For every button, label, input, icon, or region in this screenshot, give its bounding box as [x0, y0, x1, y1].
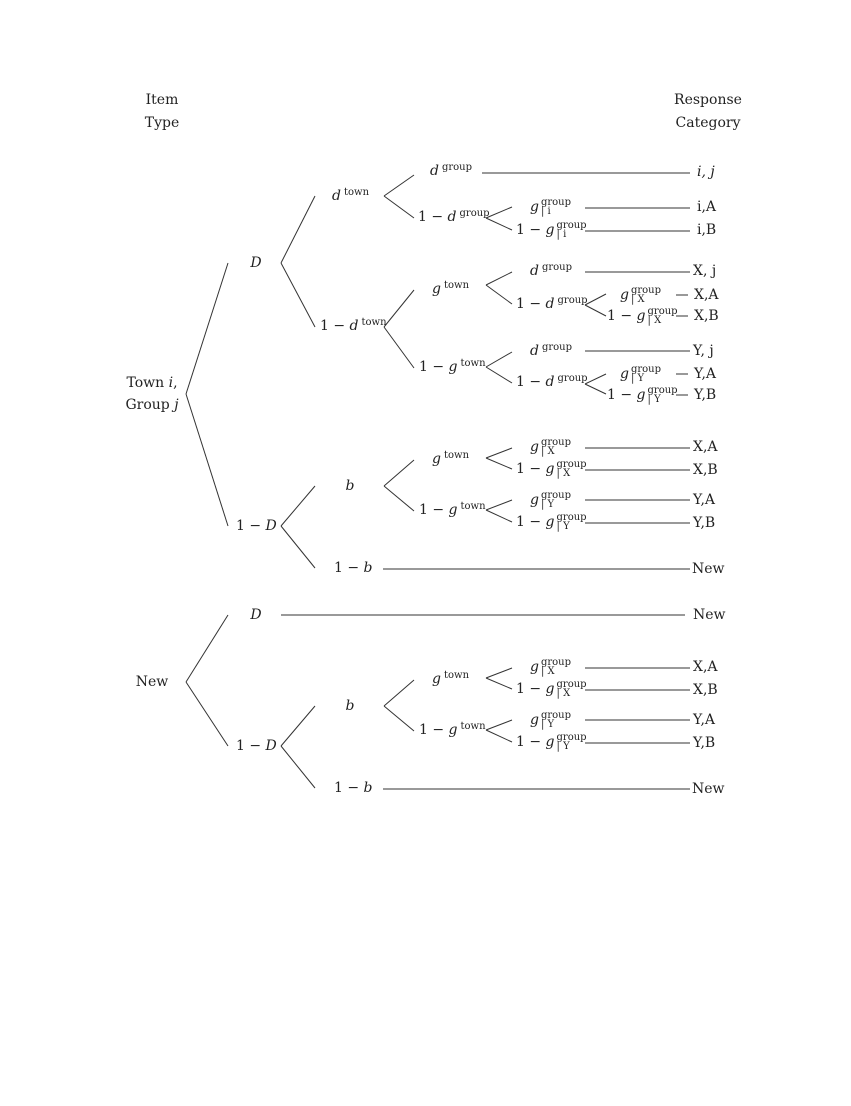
tree-edge-50 — [485, 729, 513, 743]
node-b-town: b — [345, 478, 355, 494]
header-item-type: Item Type — [144, 92, 180, 131]
tree-edge-40 — [185, 614, 229, 683]
tree-edge-18 — [584, 293, 607, 306]
node-1-minus-b-new: 1 − b — [334, 780, 373, 796]
category-i-j: i, j — [697, 164, 715, 180]
node-1-minus-b-town: 1 − b — [334, 560, 373, 576]
category-Y-A-3: Y,A — [693, 712, 715, 728]
tree-edge-12 — [485, 206, 513, 219]
tree-edge-9 — [280, 525, 316, 569]
tree-edge-8 — [280, 485, 316, 527]
tree-edge-24 — [485, 499, 513, 511]
category-X-A-2: X,A — [693, 439, 718, 455]
category-X-A-3: X,A — [693, 659, 718, 675]
tree-edge-22 — [485, 447, 513, 459]
tree-edge-6 — [383, 289, 415, 328]
tree-edge-17 — [485, 366, 513, 384]
category-new-2: New — [693, 607, 726, 623]
tree-edge-10 — [383, 459, 415, 487]
tree-edge-48 — [485, 677, 513, 690]
tree-edge-45 — [383, 679, 415, 707]
category-Y-B-3: Y,B — [693, 735, 716, 751]
category-X-A-1: X,A — [694, 287, 719, 303]
tree-edge-44 — [280, 745, 316, 789]
tree-edge-14 — [485, 271, 513, 286]
tree-edge-43 — [280, 705, 316, 747]
category-X-j: X, j — [693, 263, 717, 279]
tree-edge-25 — [485, 509, 513, 523]
category-i-A: i,A — [697, 199, 717, 215]
category-Y-A-1: Y,A — [694, 366, 716, 382]
category-Y-j: Y, j — [693, 343, 714, 359]
node-1-minus-D-town: 1 − D — [236, 518, 277, 534]
tree-edge-21 — [584, 383, 607, 395]
header-response-category: Response Category — [674, 92, 742, 131]
root-town-group: Town i, Group j — [125, 375, 179, 413]
tree-edge-4 — [383, 174, 415, 197]
category-new-3: New — [692, 781, 725, 797]
tree-edge-15 — [485, 284, 513, 305]
node-D-new: D — [250, 607, 262, 623]
tree-edge-7 — [383, 326, 415, 369]
tree-edge-46 — [383, 705, 415, 732]
category-X-B-2: X,B — [693, 462, 718, 478]
tree-edge-2 — [280, 195, 316, 264]
category-Y-B-2: Y,B — [693, 515, 716, 531]
tree-edge-3 — [280, 262, 316, 328]
node-1-minus-D-new: 1 − D — [236, 738, 277, 754]
tree-edge-20 — [584, 373, 607, 385]
root-new: New — [135, 674, 169, 690]
category-X-B-3: X,B — [693, 682, 718, 698]
category-Y-A-2: Y,A — [693, 492, 715, 508]
node-D-town: D — [250, 255, 262, 271]
tree-edge-47 — [485, 667, 513, 679]
tree-edge-41 — [185, 681, 229, 747]
category-Y-B-1: Y,B — [694, 387, 717, 403]
tree-edge-13 — [485, 217, 513, 231]
category-new-1: New — [692, 561, 725, 577]
tree-edge-23 — [485, 457, 513, 470]
tree-edge-19 — [584, 304, 607, 317]
tree-edge-0 — [185, 262, 229, 395]
tree-edge-5 — [383, 195, 415, 219]
category-i-B: i,B — [697, 222, 717, 238]
category-X-B-1: X,B — [694, 308, 719, 324]
node-b-new: b — [345, 698, 355, 714]
tree-edge-16 — [485, 351, 513, 368]
tree-edge-1 — [185, 393, 229, 527]
tree-edge-11 — [383, 485, 415, 512]
tree-edge-49 — [485, 719, 513, 731]
